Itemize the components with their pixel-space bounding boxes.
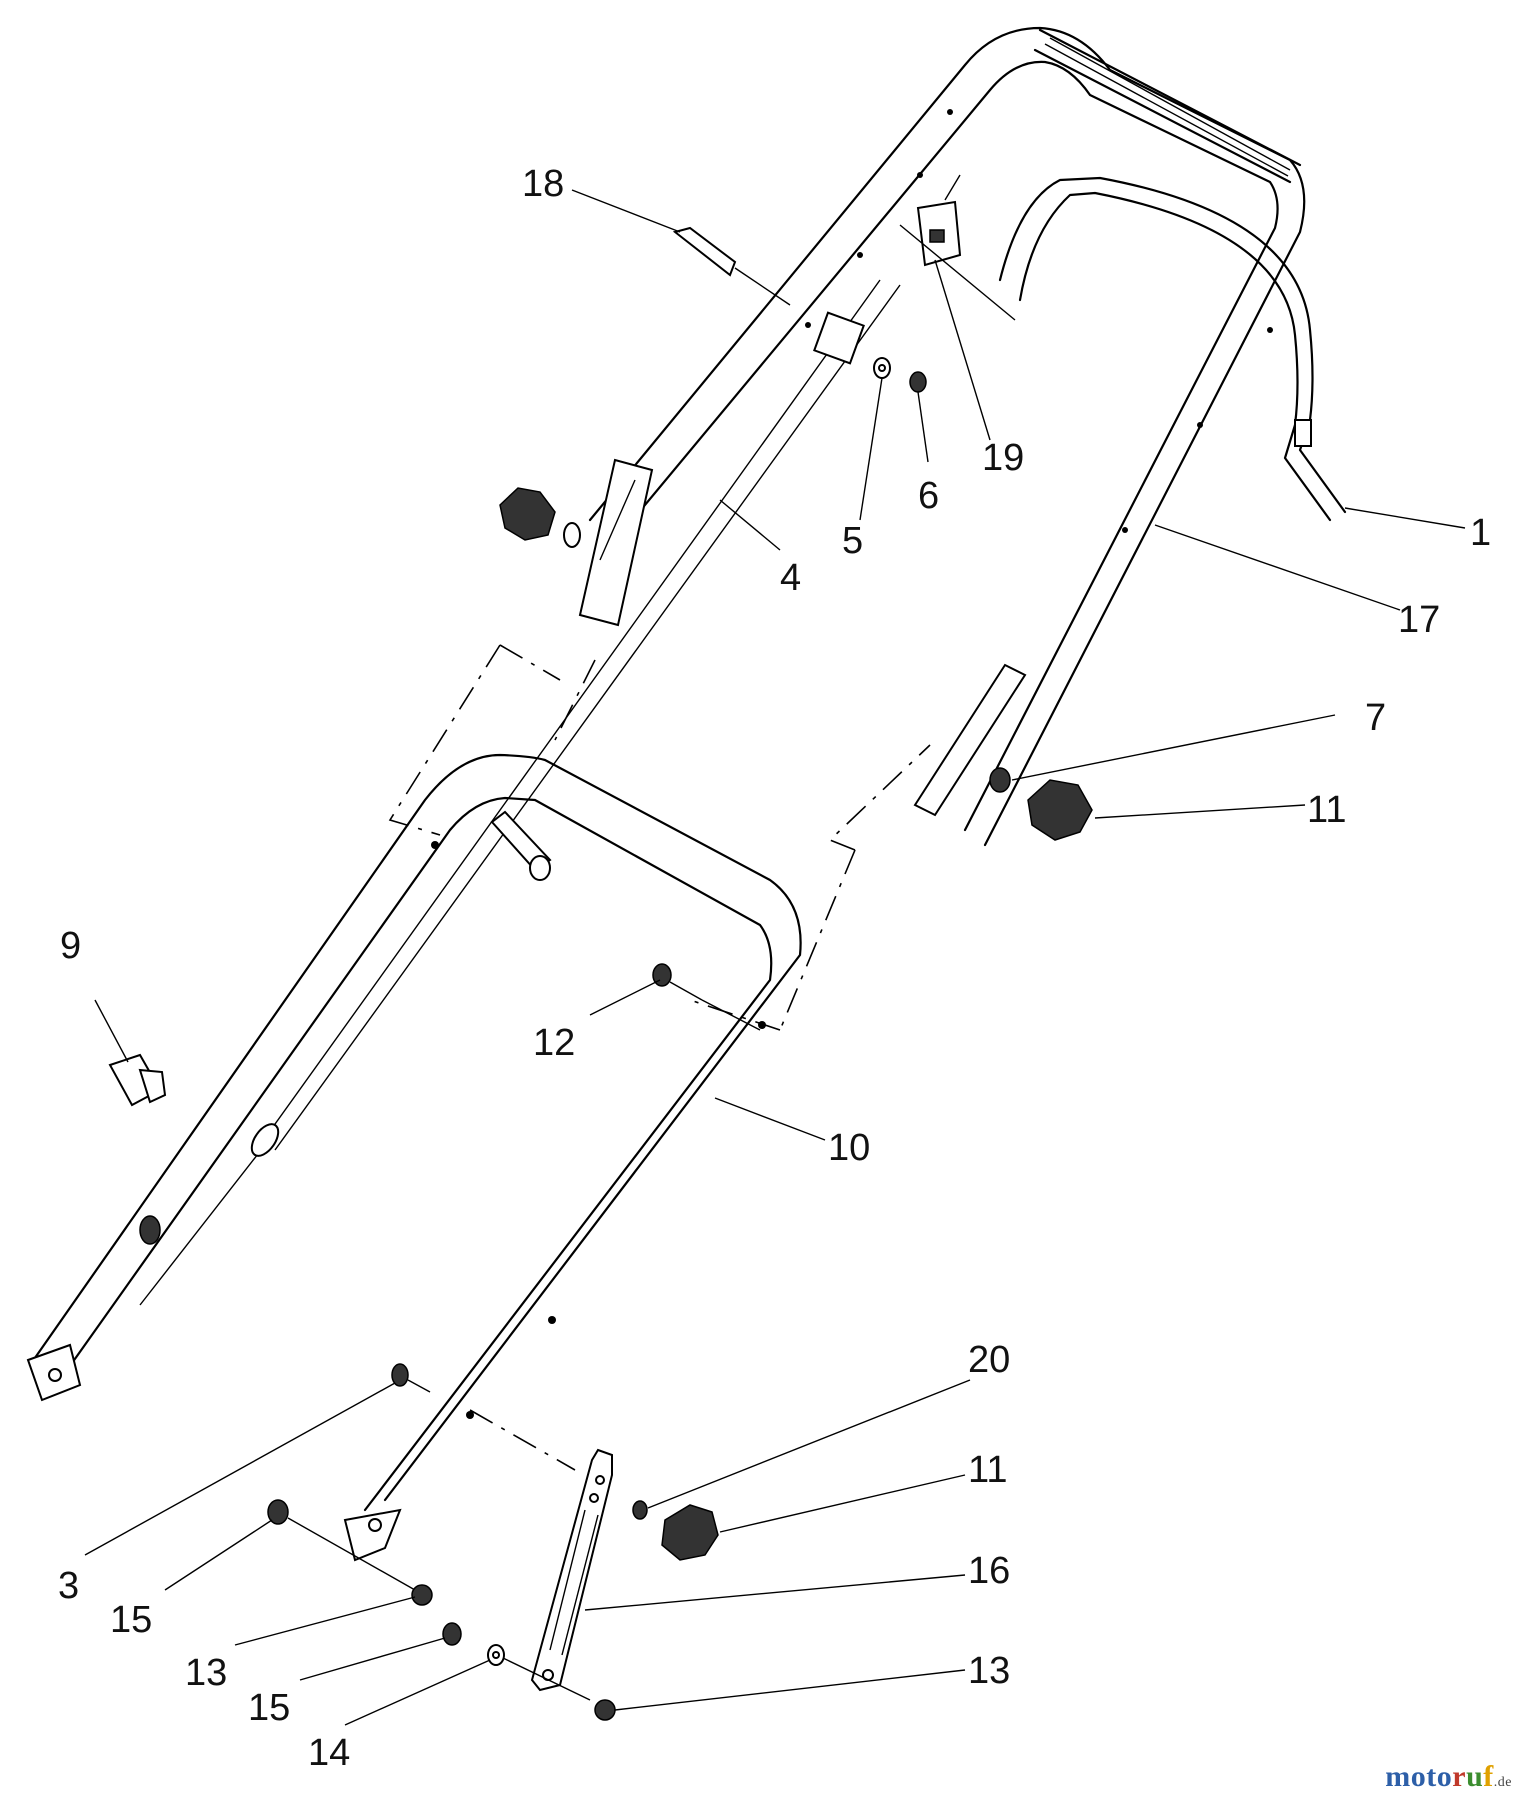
cable-clip <box>139 1215 161 1245</box>
callout-13-left: 13 <box>185 1652 227 1694</box>
callout-18: 18 <box>522 163 564 205</box>
callout-19: 19 <box>982 437 1024 479</box>
callouts: 18 19 6 5 4 1 17 7 11 9 12 10 20 11 16 1… <box>58 163 1491 1774</box>
callout-3: 3 <box>58 1565 79 1607</box>
control-cable <box>139 279 901 1306</box>
callout-11-lower: 11 <box>968 1449 1007 1491</box>
bracket-16 <box>530 1448 613 1692</box>
callout-10: 10 <box>828 1127 870 1169</box>
callout-6: 6 <box>918 475 939 517</box>
watermark-logo: motoruf.de <box>1385 1760 1512 1793</box>
callout-4: 4 <box>780 557 801 599</box>
nut-15-lower <box>442 1622 462 1646</box>
washer-5 <box>873 357 891 379</box>
callout-13-right: 13 <box>968 1650 1010 1692</box>
knob-11-upper <box>1027 779 1093 841</box>
nut-15-upper <box>267 1499 416 1591</box>
upper-handle <box>588 26 1306 847</box>
callout-12: 12 <box>533 1022 575 1064</box>
callout-15-lower: 15 <box>248 1687 290 1729</box>
leader-lines <box>84 189 1466 1726</box>
bolt-13-right <box>594 1699 616 1721</box>
cable-guide-9 <box>108 1053 167 1107</box>
callout-14: 14 <box>308 1732 350 1774</box>
knob-11-lower <box>661 1504 719 1561</box>
lower-handle <box>26 753 802 1562</box>
callout-11-upper: 11 <box>1307 789 1346 831</box>
callout-1: 1 <box>1470 512 1491 554</box>
phantom-lines <box>388 644 931 1471</box>
bolt-12 <box>652 963 761 1031</box>
carriage-bolt <box>490 810 552 881</box>
callout-16: 16 <box>968 1550 1010 1592</box>
nut-6 <box>909 371 927 393</box>
cable-tie <box>672 226 791 306</box>
knob-upper-left <box>499 487 581 548</box>
callout-7: 7 <box>1365 697 1386 739</box>
callout-20: 20 <box>968 1339 1010 1381</box>
washer-20 <box>632 1500 648 1520</box>
washer-14 <box>487 1644 591 1701</box>
callout-17: 17 <box>1398 599 1440 641</box>
right-lower-bracket <box>913 663 1027 817</box>
control-bail <box>998 176 1347 522</box>
control-switch <box>899 174 1016 321</box>
upper-left-bracket <box>578 458 654 627</box>
callout-9: 9 <box>60 925 81 967</box>
callout-15-upper: 15 <box>110 1599 152 1641</box>
callout-5: 5 <box>842 520 863 562</box>
bolt-3 <box>391 1363 431 1393</box>
washer-7 <box>989 767 1011 793</box>
bolt-13-left <box>411 1584 433 1606</box>
